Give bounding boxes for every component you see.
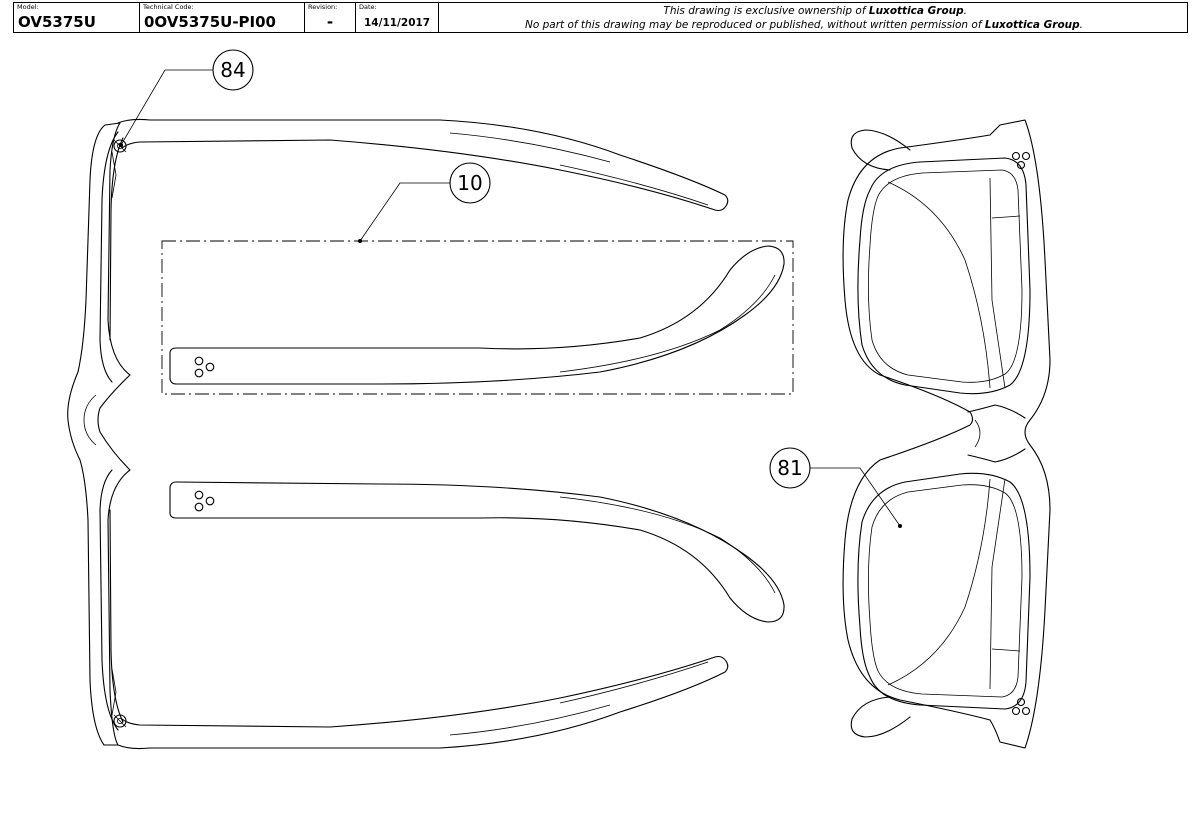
title-block: Model: OV5375U Technical Code: 0OV5375U-…	[13, 2, 1188, 33]
hinge-detail-top	[111, 151, 117, 199]
date-value: 14/11/2017	[364, 17, 431, 29]
callout-10-label: 10	[457, 171, 482, 195]
model-cell: Model: OV5375U	[14, 3, 140, 32]
revision-value: -	[326, 13, 334, 31]
ownership-notice-cell: This drawing is exclusive ownership of L…	[439, 3, 1187, 32]
callout-10: 10	[358, 162, 491, 243]
top-view-temple-lower	[117, 655, 729, 750]
technical-code-label: Technical Code:	[143, 3, 194, 11]
top-view-temple-upper	[117, 118, 729, 212]
model-label: Model:	[17, 3, 39, 11]
owner-name: Luxottica Group	[984, 19, 1080, 31]
temple-side-view-box	[161, 240, 794, 395]
owner-name: Luxottica Group	[868, 5, 964, 17]
temple-side-view-mirrored	[169, 481, 785, 623]
hinge-screw-bottom	[113, 714, 127, 728]
revision-label: Revision:	[308, 3, 338, 11]
top-view-frame	[67, 122, 131, 746]
ownership-notice-line2: No part of this drawing may be reproduce…	[524, 19, 1083, 31]
temple-side-view	[169, 245, 785, 385]
technical-code-value: 0OV5375U-PI00	[144, 13, 276, 31]
callout-84: 84	[119, 49, 254, 147]
callout-81-label: 81	[777, 456, 802, 480]
technical-code-cell: Technical Code: 0OV5375U-PI00	[140, 3, 305, 32]
front-view-frame	[842, 119, 1051, 749]
model-value: OV5375U	[18, 13, 96, 31]
callout-84-label: 84	[220, 58, 245, 82]
date-label: Date:	[359, 3, 377, 11]
hinge-detail-bottom	[111, 668, 117, 716]
date-cell: Date: 14/11/2017	[356, 3, 439, 32]
callout-81: 81	[769, 447, 902, 528]
revision-cell: Revision: -	[305, 3, 356, 32]
ownership-notice-line1: This drawing is exclusive ownership of L…	[663, 5, 967, 17]
